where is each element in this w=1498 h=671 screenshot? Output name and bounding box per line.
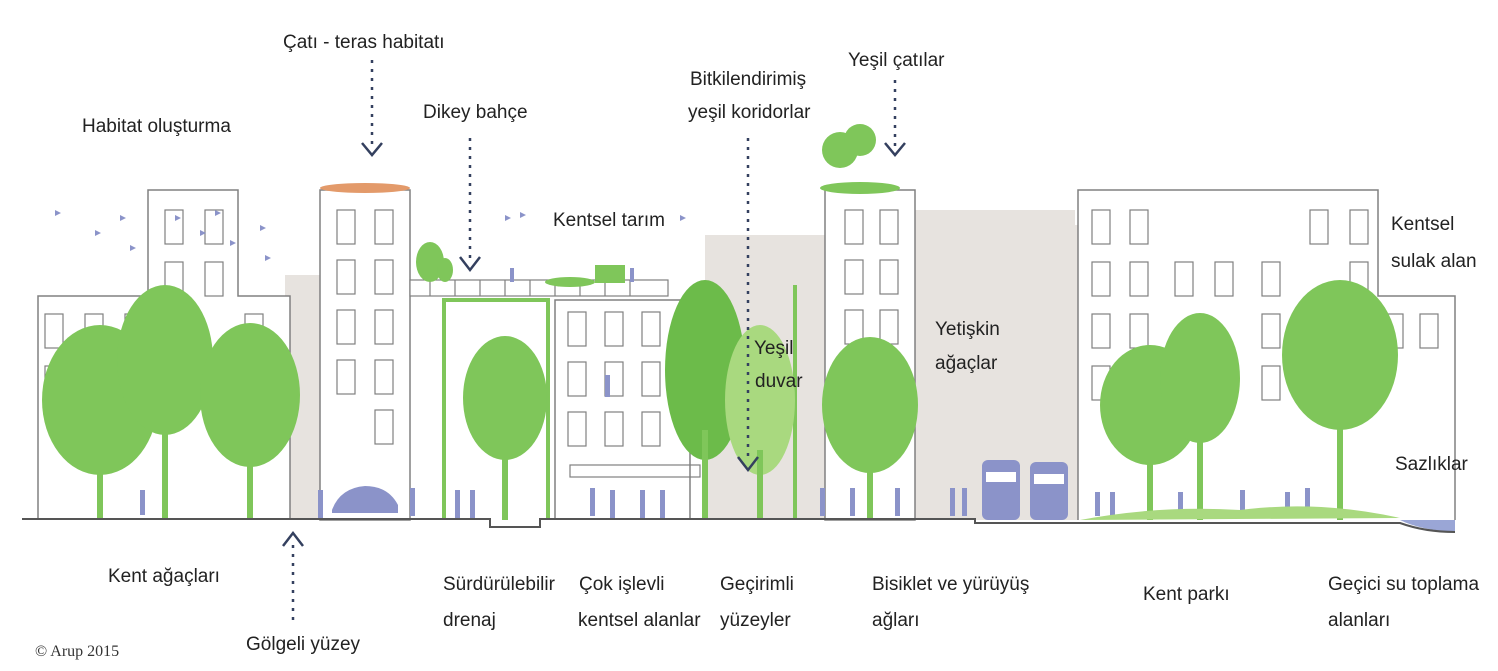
label-green-wall-line1: Yeşil — [754, 333, 793, 364]
building-tower — [320, 190, 410, 520]
label-multifunctional-line1: Çok işlevli — [579, 569, 665, 600]
label-multifunctional-line2: kentsel alanlar — [578, 605, 701, 636]
label-drainage-line1: Sürdürülebilir — [443, 569, 555, 600]
bus-icon-2 — [1030, 462, 1068, 520]
label-mature-trees-line1: Yetişkin — [935, 314, 1000, 345]
label-wetland-line1: Kentsel — [1391, 209, 1454, 240]
label-permeable-line2: yüzeyler — [720, 605, 791, 636]
ground-line — [22, 519, 1455, 532]
label-drainage-line2: drenaj — [443, 605, 496, 636]
label-wetland-line2: sulak alan — [1391, 246, 1477, 277]
label-corridors-line2: yeşil koridorlar — [688, 97, 810, 128]
label-habitat: Habitat oluşturma — [82, 111, 231, 142]
label-bike-walk-line2: ağları — [872, 605, 920, 636]
label-roof-terrace-habitat: Çatı - teras habitatı — [283, 27, 445, 58]
label-temp-water-line2: alanları — [1328, 605, 1390, 636]
label-permeable-line1: Geçirimli — [720, 569, 794, 600]
label-urban-agriculture: Kentsel tarım — [553, 205, 665, 236]
label-urban-park: Kent parkı — [1143, 579, 1230, 610]
label-temp-water-line1: Geçici su toplama — [1328, 569, 1479, 600]
label-shaded-surface: Gölgeli yüzey — [246, 629, 360, 660]
label-bike-walk-line1: Bisiklet ve yürüyüş — [872, 569, 1029, 600]
bus-icon — [982, 460, 1020, 520]
label-street-trees: Kent ağaçları — [108, 561, 220, 592]
label-corridors-line1: Bitkilendirimiş — [690, 64, 806, 95]
label-green-wall-line2: duvar — [755, 366, 803, 397]
label-vertical-garden: Dikey bahçe — [423, 97, 528, 128]
label-green-roofs: Yeşil çatılar — [848, 45, 944, 76]
label-mature-trees-line2: ağaçlar — [935, 348, 997, 379]
label-reeds: Sazlıklar — [1395, 449, 1468, 480]
copyright: © Arup 2015 — [35, 643, 119, 661]
